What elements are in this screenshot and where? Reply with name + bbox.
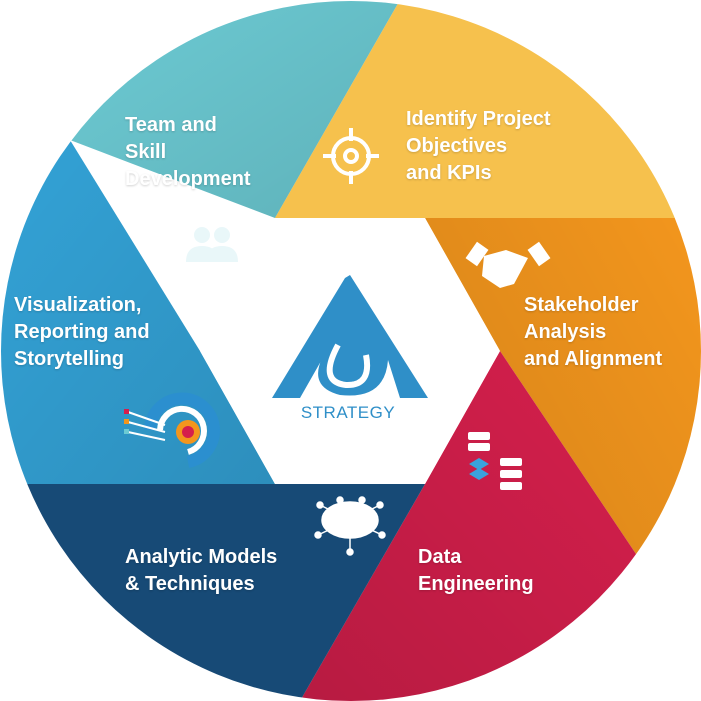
strategy-logo [272, 275, 428, 398]
label-visualization: Visualization, Reporting and Storytellin… [14, 294, 150, 370]
team-icon [186, 227, 238, 262]
neural-network-icon [314, 496, 386, 556]
logo-text: STRATEGY [300, 403, 396, 422]
label-data: Data Engineering [418, 546, 534, 595]
chart-icon [124, 392, 220, 468]
logo-a-mark [272, 275, 428, 398]
target-icon [323, 128, 379, 184]
database-icon [468, 432, 522, 490]
label-models: Analytic Models & Techniques [125, 546, 278, 595]
handshake-icon [465, 241, 551, 288]
label-objectives: Identify Project Objectives and KPIs [406, 108, 551, 184]
label-stakeholder: Stakeholder Analysis and Alignment [524, 294, 663, 370]
label-team: Team and Skill Development [125, 114, 251, 190]
